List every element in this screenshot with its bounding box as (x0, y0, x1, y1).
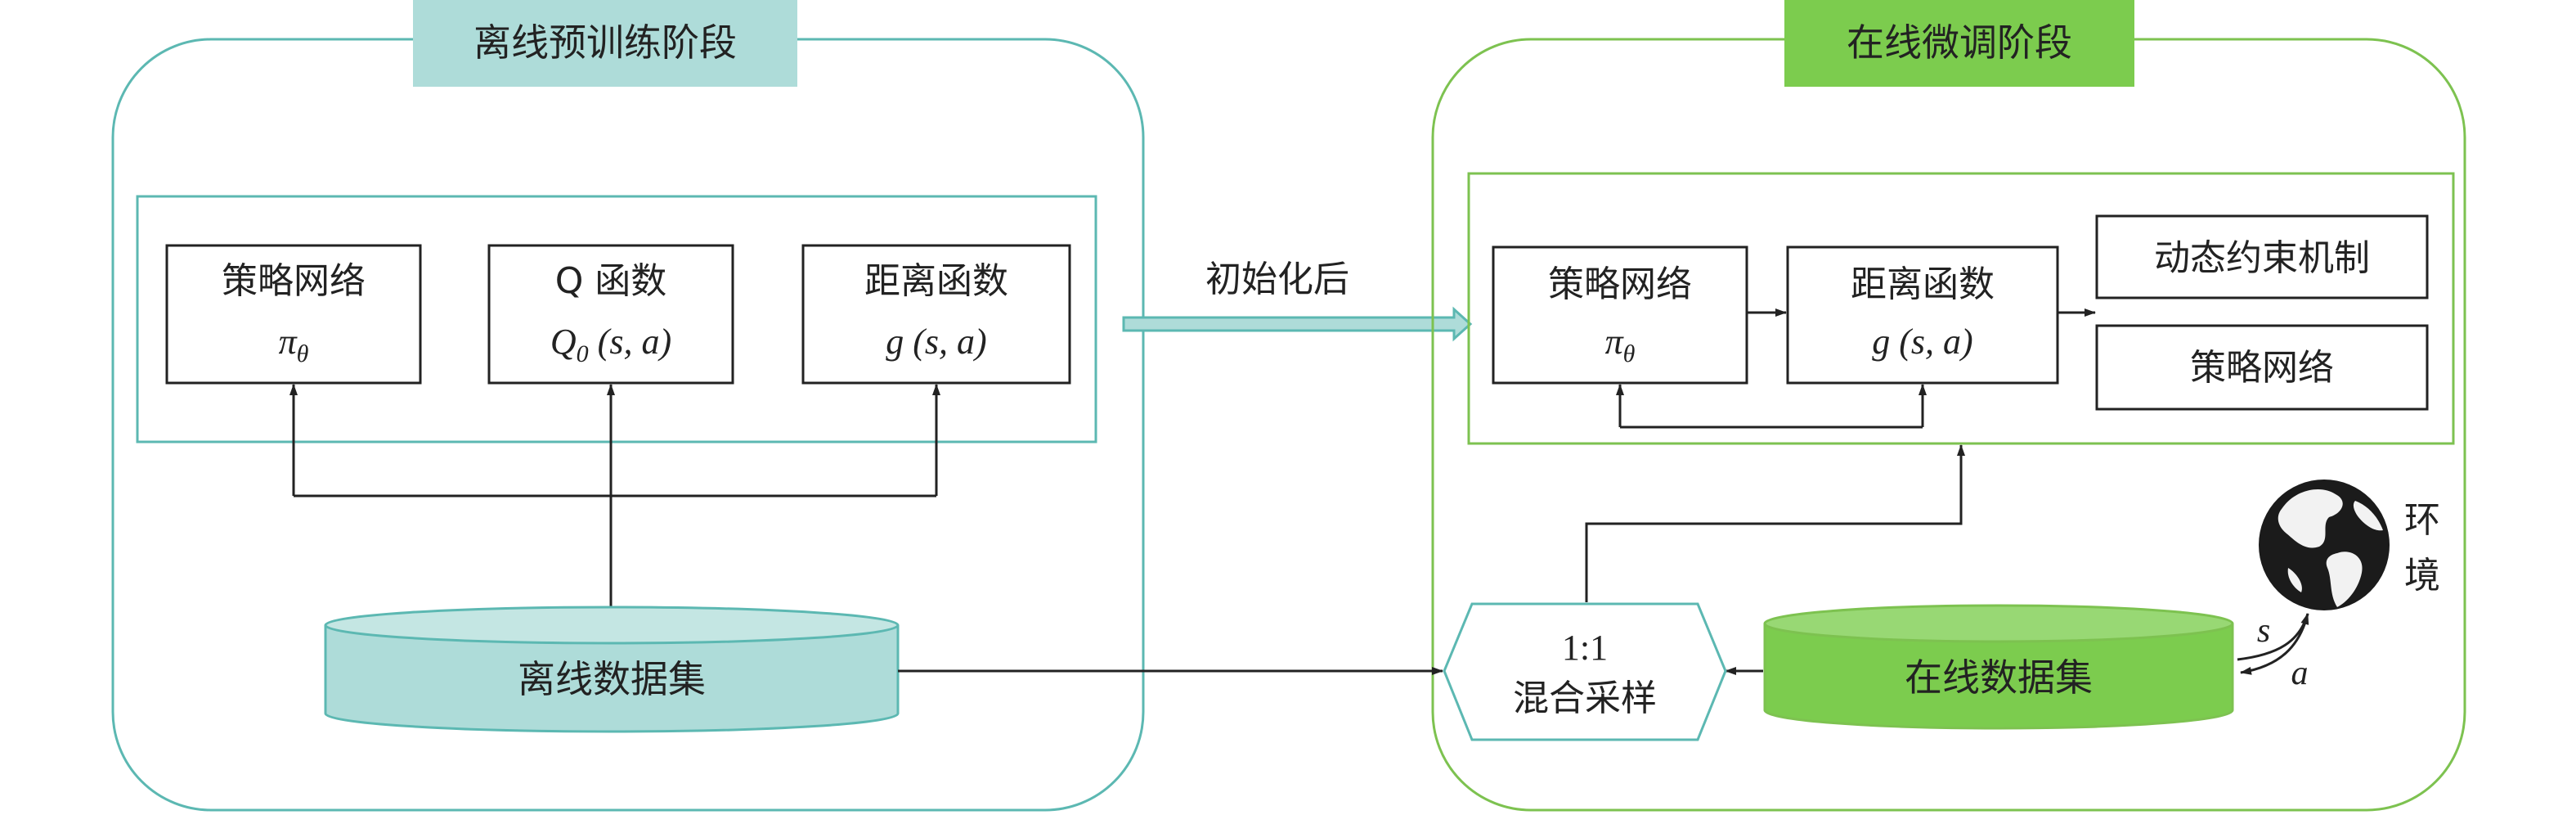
offline-policy-symbol: πθ (279, 322, 309, 367)
online-policy-output-box: 策略网络 (2095, 324, 2429, 411)
offline-dataset-label: 离线数据集 (518, 657, 706, 701)
online-dataset-body (1763, 624, 2234, 730)
mix-sampling-label: 混合采样 (1513, 678, 1657, 719)
environment-label-line2: 境 (2404, 555, 2440, 597)
state-label: s (2257, 612, 2270, 650)
dynamic-constraint-box: 动态约束机制 (2095, 214, 2429, 299)
transfer-arrow-shape (1122, 306, 1473, 342)
globe-icon (2259, 480, 2390, 610)
dynamic-constraint-label: 动态约束机制 (2154, 237, 2370, 279)
arrow-sampling-to-group (1585, 444, 1965, 602)
offline-stage-title: 离线预训练阶段 (473, 20, 737, 65)
online-connectors (898, 308, 2096, 675)
transfer-arrow: 初始化后 (1122, 259, 1473, 342)
offline-distance-box-frame (801, 244, 1071, 385)
online-policy-symbol: πθ (1605, 322, 1636, 367)
online-stage-title-bg (1784, 0, 2134, 87)
online-policy-output-frame (2095, 324, 2429, 411)
mix-sampling-ratio: 1:1 (1562, 628, 1608, 668)
online-policy-output-label: 策略网络 (2190, 347, 2334, 389)
offline-dataset-body (324, 625, 900, 733)
offline-dataset-top (324, 606, 900, 645)
action-arrow (2240, 613, 2309, 675)
offline-q-formula: Q0 (s, a) (550, 322, 671, 367)
online-stage-title: 在线微调阶段 (1847, 20, 2072, 65)
action-label: a (2291, 655, 2309, 692)
offline-distance-box: 距离函数 g (s, a) (801, 244, 1071, 385)
mix-sampling-hexagon (1443, 602, 1727, 741)
offline-stage: 离线预训练阶段 策略网络 πθ Q 函数 Q0 (s, a) 距离函数 g (s… (111, 0, 1145, 812)
online-policy-box-frame (1492, 245, 1748, 385)
offline-model-group (136, 195, 1097, 444)
environment-label-line1: 环 (2404, 499, 2440, 541)
offline-q-title: Q 函数 (555, 260, 667, 302)
mix-sampling-node: 1:1 混合采样 (1443, 602, 1727, 741)
offline-distance-formula: g (s, a) (886, 322, 986, 362)
offline-stage-title-bg (413, 0, 797, 87)
dynamic-constraint-box-frame (2095, 214, 2429, 299)
offline-policy-box-frame (165, 244, 422, 385)
offline-dataset: 离线数据集 (324, 606, 900, 733)
online-dataset-top (1763, 604, 2234, 643)
offline-connectors (289, 384, 940, 609)
online-distance-box-frame (1786, 245, 2059, 385)
transfer-label: 初始化后 (1205, 259, 1349, 300)
online-stage: 在线微调阶段 策略网络 πθ 距离函数 g (s, a) 动态约束机制 策略网络 (898, 0, 2466, 812)
online-policy-box: 策略网络 πθ (1492, 245, 1748, 385)
online-policy-title: 策略网络 (1548, 263, 1692, 305)
offline-distance-title: 距离函数 (864, 260, 1008, 302)
state-arrow (2237, 613, 2309, 661)
online-distance-box: 距离函数 g (s, a) (1786, 245, 2059, 385)
offline-q-box: Q 函数 Q0 (s, a) (487, 244, 734, 385)
online-distance-title: 距离函数 (1851, 263, 1995, 305)
online-dataset: 在线数据集 (1763, 604, 2234, 730)
online-dataset-label: 在线数据集 (1905, 655, 2093, 700)
online-model-group (1467, 172, 2455, 445)
offline-policy-title: 策略网络 (222, 260, 366, 302)
online-distance-formula: g (s, a) (1872, 322, 1972, 362)
environment: 环 境 s a (2237, 480, 2440, 692)
offline-policy-box: 策略网络 πθ (165, 244, 422, 385)
offline-q-box-frame (487, 244, 734, 385)
